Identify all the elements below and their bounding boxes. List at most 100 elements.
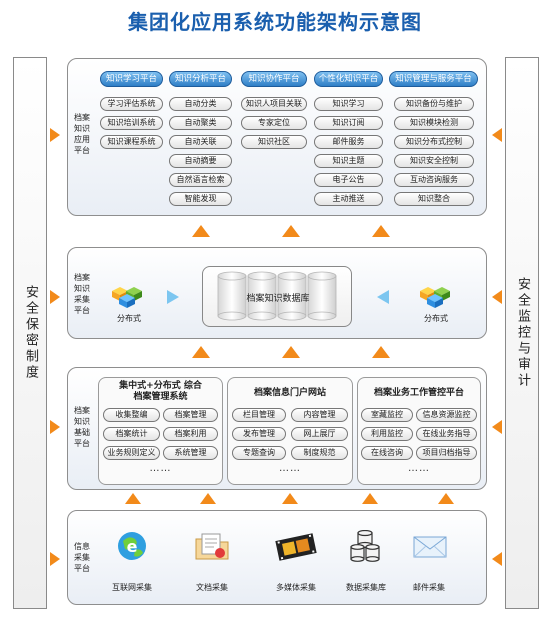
base-item: 档案管理 xyxy=(163,408,218,422)
app-item: 知识培训系统 xyxy=(100,116,163,130)
app-item: 知识整合 xyxy=(394,192,474,206)
base-item: 信息资源监控 xyxy=(416,408,477,422)
col-head-analysis: 知识分析平台 xyxy=(169,71,232,87)
page-title: 集团化应用系统功能架构示意图 xyxy=(128,10,422,34)
up-arrow xyxy=(282,346,300,358)
app-item: 知识主题 xyxy=(314,154,383,168)
knowledge-database-label: 档案知识数据库 xyxy=(246,294,310,304)
internet-globe-icon: e xyxy=(118,532,146,560)
app-platform-label: 档案知识应用平台 xyxy=(74,113,90,155)
up-arrow xyxy=(282,225,300,237)
app-item: 知识学习 xyxy=(314,97,383,111)
left-arrow-info xyxy=(50,552,60,566)
base-item: 内容管理 xyxy=(291,408,348,422)
database-cylinders-icon xyxy=(217,271,337,321)
col-head-collaboration: 知识协作平台 xyxy=(241,71,307,87)
collect-platform-label: 档案知识采集平台 xyxy=(74,273,90,315)
up-arrow xyxy=(372,225,390,237)
app-item: 互动咨询服务 xyxy=(394,173,474,187)
left-sidebar-label: 安全保密制度 xyxy=(23,285,38,381)
collect-right-node-label: 分布式 xyxy=(424,314,448,323)
info-item-label: 邮件采集 xyxy=(413,583,445,592)
app-item: 智能发现 xyxy=(169,192,232,206)
info-item-label: 多媒体采集 xyxy=(276,583,316,592)
collect-left-node-label: 分布式 xyxy=(117,314,141,323)
app-item: 学习评估系统 xyxy=(100,97,163,111)
app-item: 知识课程系统 xyxy=(100,135,163,149)
base-item: 利用监控 xyxy=(361,427,413,441)
document-folder-icon xyxy=(195,533,229,560)
base-item: 系统管理 xyxy=(163,446,218,460)
left-arrow-base xyxy=(50,420,60,434)
up-arrow xyxy=(200,493,216,504)
multimedia-film-icon xyxy=(275,533,317,561)
app-item: 邮件服务 xyxy=(314,135,383,149)
base-platform-label: 档案知识基础平台 xyxy=(74,406,90,448)
info-collect-label: 信息采集平台 xyxy=(74,542,90,573)
app-item: 自动分类 xyxy=(169,97,232,111)
up-arrow xyxy=(192,225,210,237)
base-item: 网上展厅 xyxy=(291,427,348,441)
base-item: 发布管理 xyxy=(232,427,286,441)
app-item: 知识订阅 xyxy=(314,116,383,130)
app-item: 知识分布式控制 xyxy=(394,135,474,149)
app-item: 主动推送 xyxy=(314,192,383,206)
base-more-dots: …… xyxy=(279,463,301,474)
up-arrow xyxy=(372,346,390,358)
base-item: 在线咨询 xyxy=(361,446,413,460)
info-item-label: 互联网采集 xyxy=(112,583,152,592)
app-item: 知识模块检测 xyxy=(394,116,474,130)
base-section-title: 档案信息门户网站 xyxy=(253,388,326,398)
app-item: 自动关联 xyxy=(169,135,232,149)
app-item: 知识备份与维护 xyxy=(394,97,474,111)
distributed-cubes-icon xyxy=(420,287,450,308)
app-item: 专家定位 xyxy=(241,116,307,130)
up-arrow xyxy=(438,493,454,504)
info-item-label: 数据采集库 xyxy=(346,583,386,592)
left-arrow-collect xyxy=(50,290,60,304)
app-item: 知识安全控制 xyxy=(394,154,474,168)
left-sidebar-security-policy: 安全保密制度 xyxy=(13,57,47,609)
up-arrow xyxy=(282,493,298,504)
database-icon xyxy=(350,530,380,562)
app-item: 自动摘要 xyxy=(169,154,232,168)
base-more-dots: …… xyxy=(149,463,172,474)
base-item: 收集整编 xyxy=(103,408,160,422)
base-item: 业务规则定义 xyxy=(103,446,160,460)
app-item: 自动聚类 xyxy=(169,116,232,130)
app-item: 知识社区 xyxy=(241,135,307,149)
right-arrow-base xyxy=(492,420,502,434)
base-item: 室藏监控 xyxy=(361,408,413,422)
info-item-label: 文档采集 xyxy=(196,583,228,592)
distributed-cubes-icon xyxy=(112,287,142,308)
left-arrow-app xyxy=(50,128,60,142)
base-item: 栏目管理 xyxy=(232,408,286,422)
mail-envelope-icon xyxy=(413,536,447,558)
base-section-title: 档案业务工作管控平台 xyxy=(373,388,464,398)
app-item: 自然语言检索 xyxy=(169,173,232,187)
flow-arrow-right xyxy=(167,290,179,304)
right-arrow-collect xyxy=(492,290,502,304)
right-arrow-info xyxy=(492,552,502,566)
col-head-learning: 知识学习平台 xyxy=(100,71,163,87)
base-section-title: 集中式+分布式 综合档案管理系统 xyxy=(119,381,202,402)
up-arrow xyxy=(125,493,141,504)
flow-arrow-left xyxy=(377,290,389,304)
svg-text:e: e xyxy=(127,537,138,556)
app-item: 电子公告 xyxy=(314,173,383,187)
base-more-dots: …… xyxy=(408,463,430,474)
right-sidebar-label: 安全监控与审计 xyxy=(515,277,530,389)
base-item: 档案统计 xyxy=(103,427,160,441)
base-item: 项目归档指导 xyxy=(416,446,477,460)
base-item: 制度规范 xyxy=(291,446,348,460)
base-item: 专题查询 xyxy=(232,446,286,460)
col-head-management-service: 知识管理与服务平台 xyxy=(389,71,478,87)
base-item: 在线业务指导 xyxy=(416,427,477,441)
right-sidebar-security-audit: 安全监控与审计 xyxy=(505,57,539,609)
col-head-personalized: 个性化知识平台 xyxy=(314,71,383,87)
right-arrow-app xyxy=(492,128,502,142)
up-arrow xyxy=(362,493,378,504)
app-item: 知识人项目关联 xyxy=(241,97,307,111)
base-item: 档案利用 xyxy=(163,427,218,441)
up-arrow xyxy=(192,346,210,358)
